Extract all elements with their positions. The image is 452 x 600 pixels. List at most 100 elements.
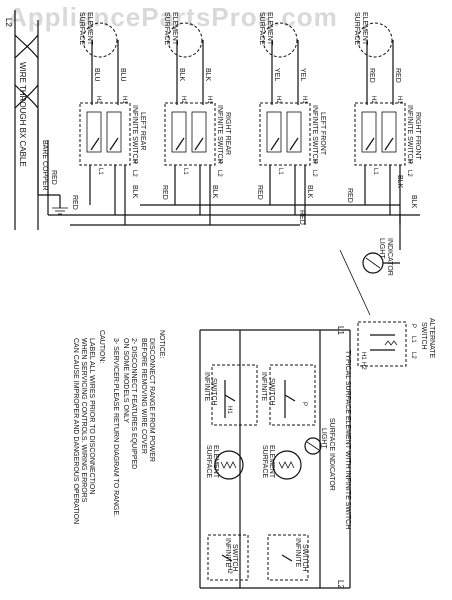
- p-label-3: P: [311, 160, 317, 164]
- indicator-label-1: INDICATOR: [386, 238, 393, 276]
- bus-label-6: BLK: [306, 185, 313, 199]
- bus-label-7: RED: [346, 188, 353, 203]
- switch-label-1-3: INFINITE SWITCH: [311, 105, 318, 164]
- bus-wires: [70, 204, 420, 226]
- l1-label-3: L1: [277, 168, 283, 175]
- bx-cable: [14, 10, 70, 230]
- switch-label-1-1: INFINITE SWITCH: [131, 105, 138, 164]
- l1-label-2: L1: [182, 168, 188, 175]
- alternate-switch: [357, 321, 407, 367]
- p-label-4: P: [406, 160, 412, 164]
- wire-a-label-4: RED: [368, 68, 375, 83]
- wire-b-label-1: BLU: [119, 68, 126, 82]
- element-title-2-1: ELEMENT: [86, 12, 93, 46]
- switch-label-2-1: LEFT REAR: [139, 112, 146, 150]
- alternate-label-2: SWITCH: [420, 322, 427, 350]
- h1-label-3: H1: [301, 96, 307, 104]
- typical-h1: H1: [226, 406, 232, 414]
- notice-line-2: DISCONNECT RANGE FROM POWER: [148, 338, 155, 462]
- bus-label-8: BLK: [396, 175, 403, 189]
- typical-title: TYPICAL SURFACE ELEMENT WITH INFINITE SW…: [344, 350, 351, 529]
- element-title-2-4: ELEMENT: [361, 12, 368, 46]
- bus-label-4: BLK: [211, 185, 218, 199]
- alternate-p: P: [410, 324, 416, 328]
- element-title-1-3: SURFACE: [258, 12, 265, 45]
- typical-sw4-2: SWITCH: [301, 544, 308, 572]
- h1-label-4: H1: [396, 96, 402, 104]
- notice-block: NOTICE:DISCONNECT RANGE FROM POWERBEFORE…: [72, 330, 165, 524]
- l1-label-1: L1: [97, 168, 103, 175]
- l2-label-1: L2: [131, 170, 137, 177]
- wire-b-label-2: BLK: [204, 68, 211, 82]
- typical-diagram: [199, 329, 351, 589]
- typical-sw3-1: INFINITE: [224, 538, 231, 567]
- element-title-1-2: SURFACE: [163, 12, 170, 45]
- h2-label-2: H2: [180, 96, 186, 104]
- alternate-h2: H2: [360, 362, 366, 370]
- notice-line-10: CAN CAUSE IMPROPER AND DANGEROUS OPERATI…: [72, 338, 79, 524]
- p-label-2: P: [216, 160, 222, 164]
- wire-b-label-3: YEL: [299, 68, 306, 81]
- notice-line-1: NOTICE:: [158, 330, 165, 358]
- switch-label-2-3: LEFT FRONT: [319, 112, 326, 156]
- blk-bus-label: BLK: [410, 195, 417, 209]
- wire-a-label-1: BLU: [93, 68, 100, 82]
- notice-line-3: BEFORE REMOVING WIRE COVER: [140, 338, 147, 454]
- h1-label-1: H1: [121, 96, 127, 104]
- element-title-1-1: SURFACE: [78, 12, 85, 45]
- watermark: AppliancePartsPros.com: [8, 2, 338, 32]
- p-label-1: P: [131, 160, 137, 164]
- switch-label-2-4: RIGHT FRONT: [414, 112, 421, 160]
- h2-label-1: H2: [95, 96, 101, 104]
- l2-label-4: L2: [406, 170, 412, 177]
- typical-sw4-1: INFINITE: [294, 538, 301, 567]
- typical-sw1-1: INFINITE: [203, 372, 210, 401]
- typical-sw2-2: SWITCH: [268, 378, 275, 406]
- notice-line-9: WHEN SERVICING CONTROLS. WIRING ERRORS: [80, 338, 87, 503]
- notice-line-5: ON SOME MODELS ONLY: [122, 338, 129, 423]
- bare-copper-label: BARE COPPER: [41, 140, 48, 191]
- l2-label-2: L2: [216, 170, 222, 177]
- cable-red-label: RED: [50, 170, 57, 185]
- wire-a-label-2: BLK: [178, 68, 185, 82]
- typical-el1-1: SURFACE: [205, 445, 212, 478]
- typical-p: P: [301, 402, 307, 406]
- indicator-light: [339, 215, 401, 316]
- indicator-label-2: LIGHT: [378, 238, 385, 259]
- typical-l2: L2: [336, 580, 345, 589]
- notice-line-6: 3- SERVICER:PLEASE RETURN DIAGRAM TO RAN…: [112, 338, 119, 517]
- typical-indicator-2: LIGHT: [320, 428, 327, 449]
- switch-label-1-2: INFINITE SWITCH: [216, 105, 223, 164]
- element-title-2-3: ELEMENT: [266, 12, 273, 46]
- element-title-2-2: ELEMENT: [171, 12, 178, 46]
- bus-label-1: RED: [71, 195, 78, 210]
- typical-l1: L1: [336, 326, 345, 335]
- bus-label-5: RED: [256, 185, 263, 200]
- h2-label-4: H2: [370, 96, 376, 104]
- alternate-l2: L2: [410, 352, 416, 359]
- cable-l2-label: L2: [4, 18, 13, 27]
- bus-label-3: RED: [161, 185, 168, 200]
- bus-label-2: BLK: [131, 185, 138, 199]
- element-title-1-4: SURFACE: [353, 12, 360, 45]
- wire-b-label-4: RED: [394, 68, 401, 83]
- typical-indicator-1: SURFACE INDICATOR: [328, 418, 335, 491]
- notice-line-8: LABEL ALL WIRES PRIOR TO DISCONNECTION: [88, 338, 95, 494]
- h2-label-3: H2: [275, 96, 281, 104]
- typical-el2-2: ELEMENT: [268, 445, 275, 479]
- typical-el2-1: SURFACE: [261, 445, 268, 478]
- typical-sw2-1: INFINITE: [260, 372, 267, 401]
- typical-element-1: [214, 450, 244, 480]
- l1-label-4: L1: [372, 168, 378, 175]
- alternate-l1: L1: [410, 336, 416, 343]
- typical-sw1-2: SWITCH: [210, 378, 217, 406]
- alternate-label-1: ALTERNATE: [428, 318, 435, 359]
- switch-label-1-4: INFINITE SWITCH: [406, 105, 413, 164]
- l2-label-3: L2: [311, 170, 317, 177]
- notice-line-4: 2- DISCONNECT FEATURES EQUIPPED: [130, 338, 137, 469]
- notice-line-7: CAUTION:: [98, 330, 105, 364]
- cable-wire-label: WIRE THROUGH BX CABLE: [18, 62, 27, 167]
